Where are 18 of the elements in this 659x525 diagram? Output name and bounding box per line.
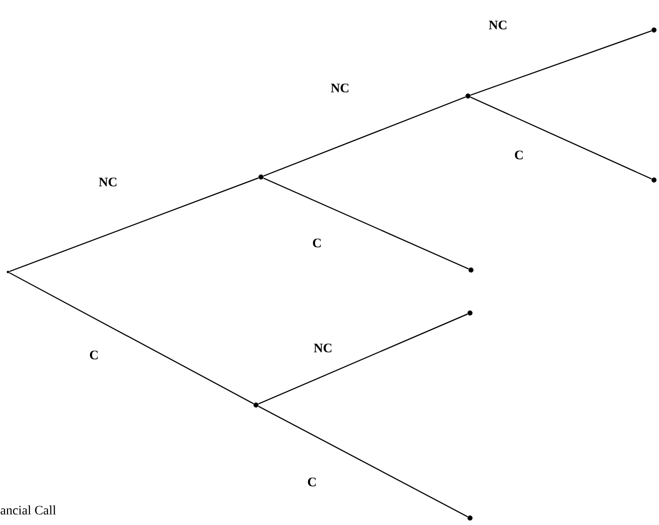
branch-line	[263, 178, 469, 270]
edge-label: NC	[98, 178, 116, 186]
branch-line	[9, 177, 259, 272]
edge-label: C	[90, 350, 98, 360]
caption-text: ancial Call	[0, 505, 56, 515]
edge-label: NC	[314, 344, 332, 352]
branch-point	[6, 270, 10, 274]
branch-line	[258, 406, 468, 518]
branch-line	[9, 272, 254, 404]
branch-line	[263, 96, 466, 177]
edge-label: C	[312, 238, 321, 248]
branch-line	[470, 96, 652, 180]
branch-line	[470, 30, 652, 96]
edge-label: NC	[330, 84, 348, 92]
edge-label: C	[308, 478, 316, 486]
branch-line	[258, 314, 468, 404]
edge-label: C	[514, 150, 523, 160]
edge-label: NC	[488, 20, 506, 30]
